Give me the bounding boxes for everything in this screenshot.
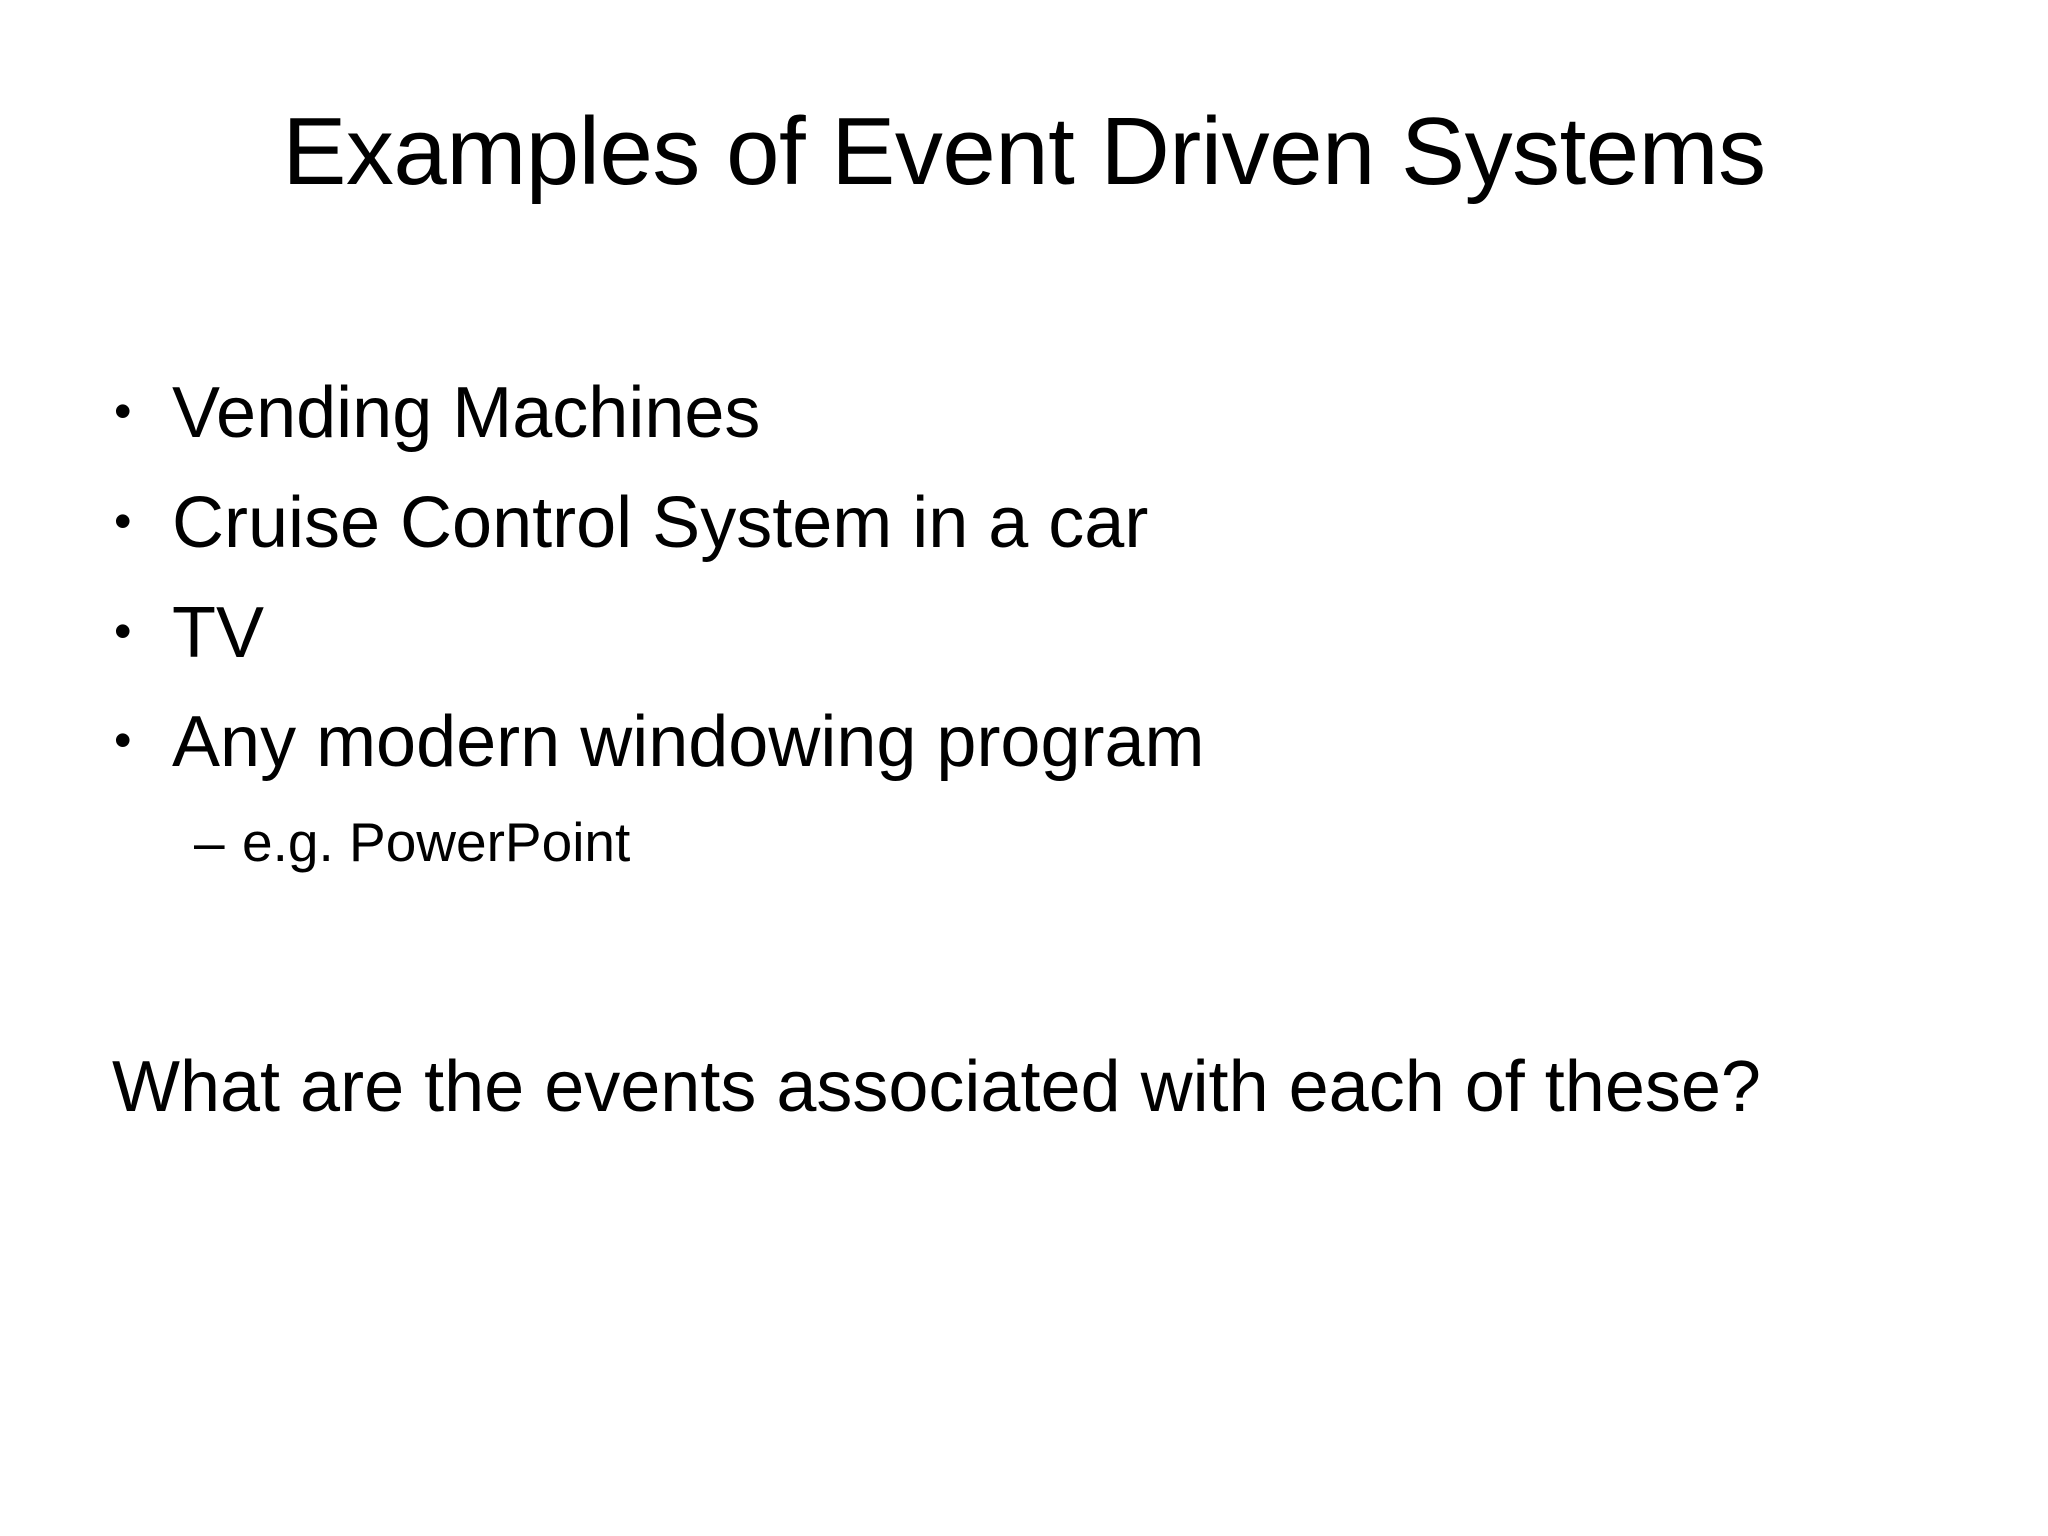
slide-body: • Vending Machines • Cruise Control Syst… [112,370,1952,1132]
sub-bullet-item-label: e.g. PowerPoint [242,811,631,874]
dash-bullet-icon: – [194,811,225,874]
bullet-item-cruise-control: • Cruise Control System in a car [112,480,1952,568]
bullet-item-vending-machines: • Vending Machines [112,370,1952,458]
bullet-point-icon: • [114,492,132,549]
bullet-item-label: Vending Machines [172,373,761,453]
closing-question-text: What are the events associated with each… [112,1047,1761,1128]
bullet-point-icon: • [114,383,132,439]
sub-bullet-item-powerpoint: – e.g. PowerPoint [194,809,1952,876]
slide-title: Examples of Event Driven Systems [282,98,1766,205]
bullet-point-icon: • [114,712,132,769]
bullet-item-label: Cruise Control System in a car [172,482,1149,563]
bullet-item-tv: • TV [112,590,1952,678]
bullet-item-windowing-program: • Any modern windowing program [112,699,1952,787]
bullet-point-icon: • [114,602,132,659]
bullet-item-label: TV [172,592,265,673]
bullet-item-label: Any modern windowing program [172,702,1205,783]
